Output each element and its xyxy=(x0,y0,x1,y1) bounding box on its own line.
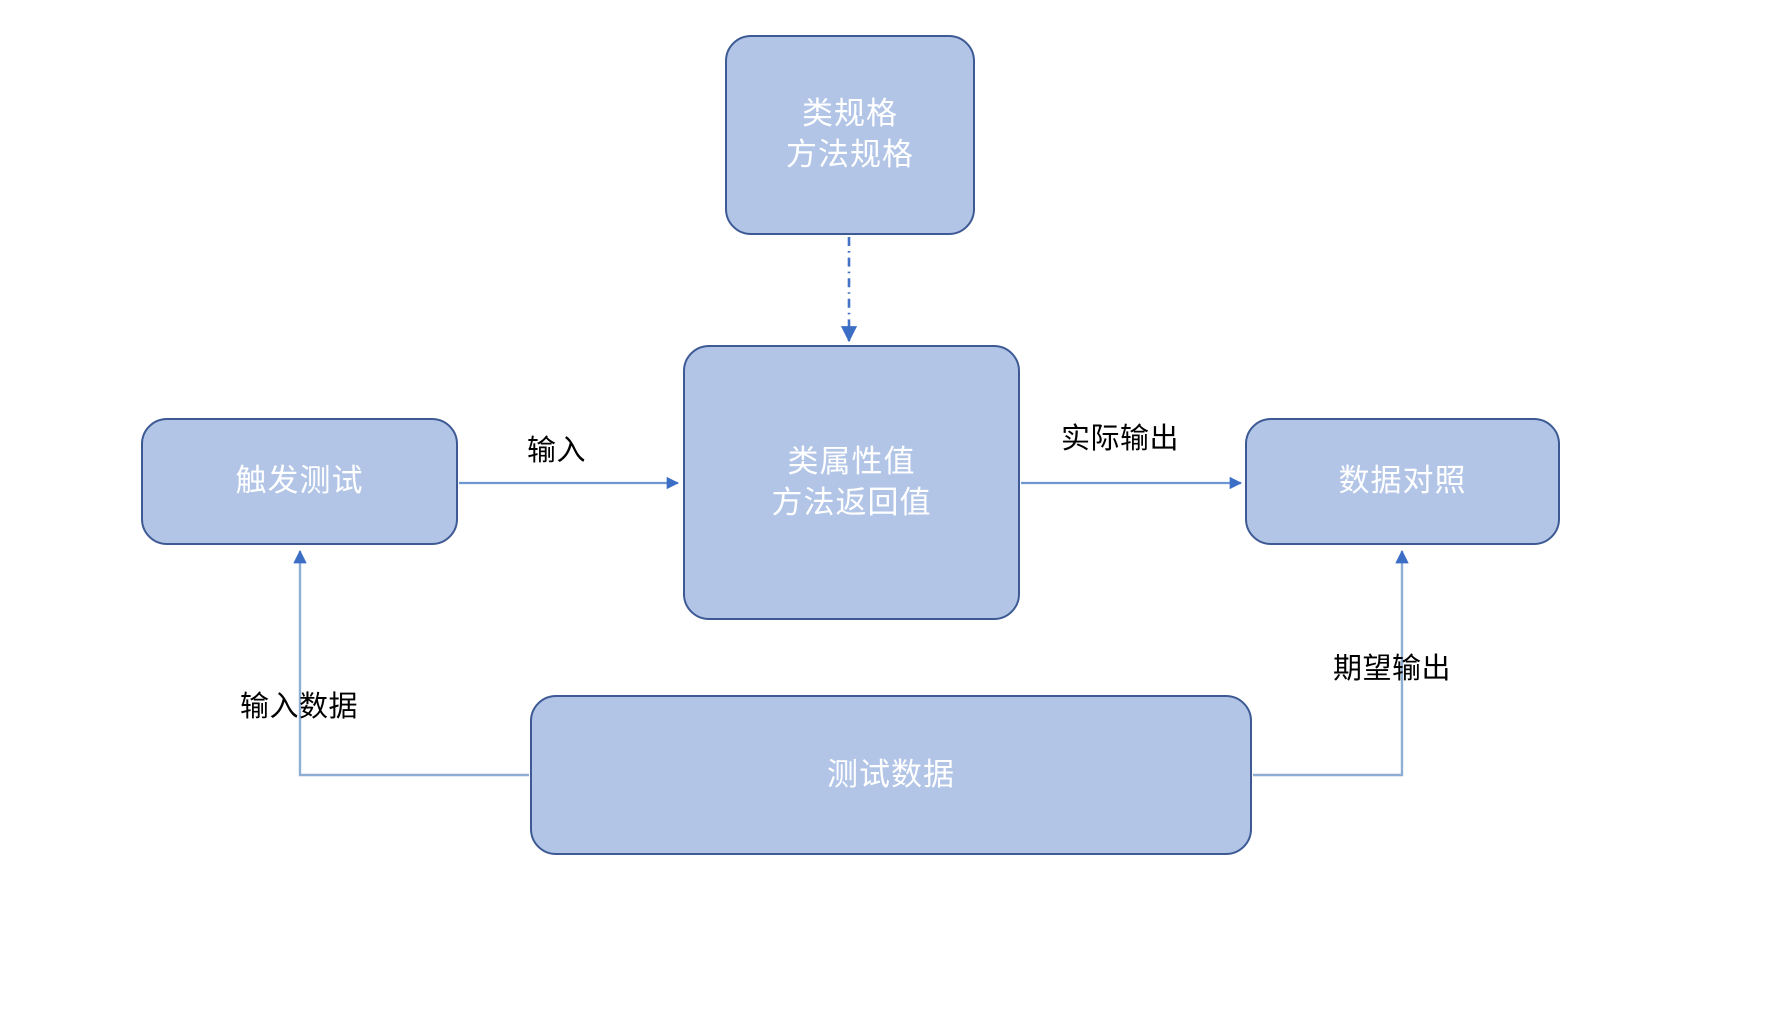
node-label-line: 数据对照 xyxy=(1338,463,1467,499)
node-label-line: 方法规格 xyxy=(786,137,914,172)
node-label-line: 类规格 xyxy=(802,96,898,132)
node-label-line: 方法返回值 xyxy=(771,484,932,520)
node-attr-return-values[interactable]: 类属性值 方法返回值 xyxy=(683,345,1020,620)
node-label-line: 触发测试 xyxy=(235,463,364,499)
edge-label-input: 输入 xyxy=(527,435,587,467)
edge-label-actual-output: 实际输出 xyxy=(1061,423,1180,455)
node-label-line: 测试数据 xyxy=(827,756,955,792)
testdata-to-trigger-line xyxy=(293,549,529,777)
node-data-compare[interactable]: 数据对照 xyxy=(1245,418,1560,545)
node-label-line: 类属性值 xyxy=(787,443,916,479)
edge-label-input-data: 输入数据 xyxy=(240,691,359,723)
node-class-method-spec[interactable]: 类规格 方法规格 xyxy=(725,35,975,235)
node-trigger-test[interactable]: 触发测试 xyxy=(141,418,458,545)
edge-label-expected-output: 期望输出 xyxy=(1333,653,1452,685)
node-test-data[interactable]: 测试数据 xyxy=(530,695,1252,855)
